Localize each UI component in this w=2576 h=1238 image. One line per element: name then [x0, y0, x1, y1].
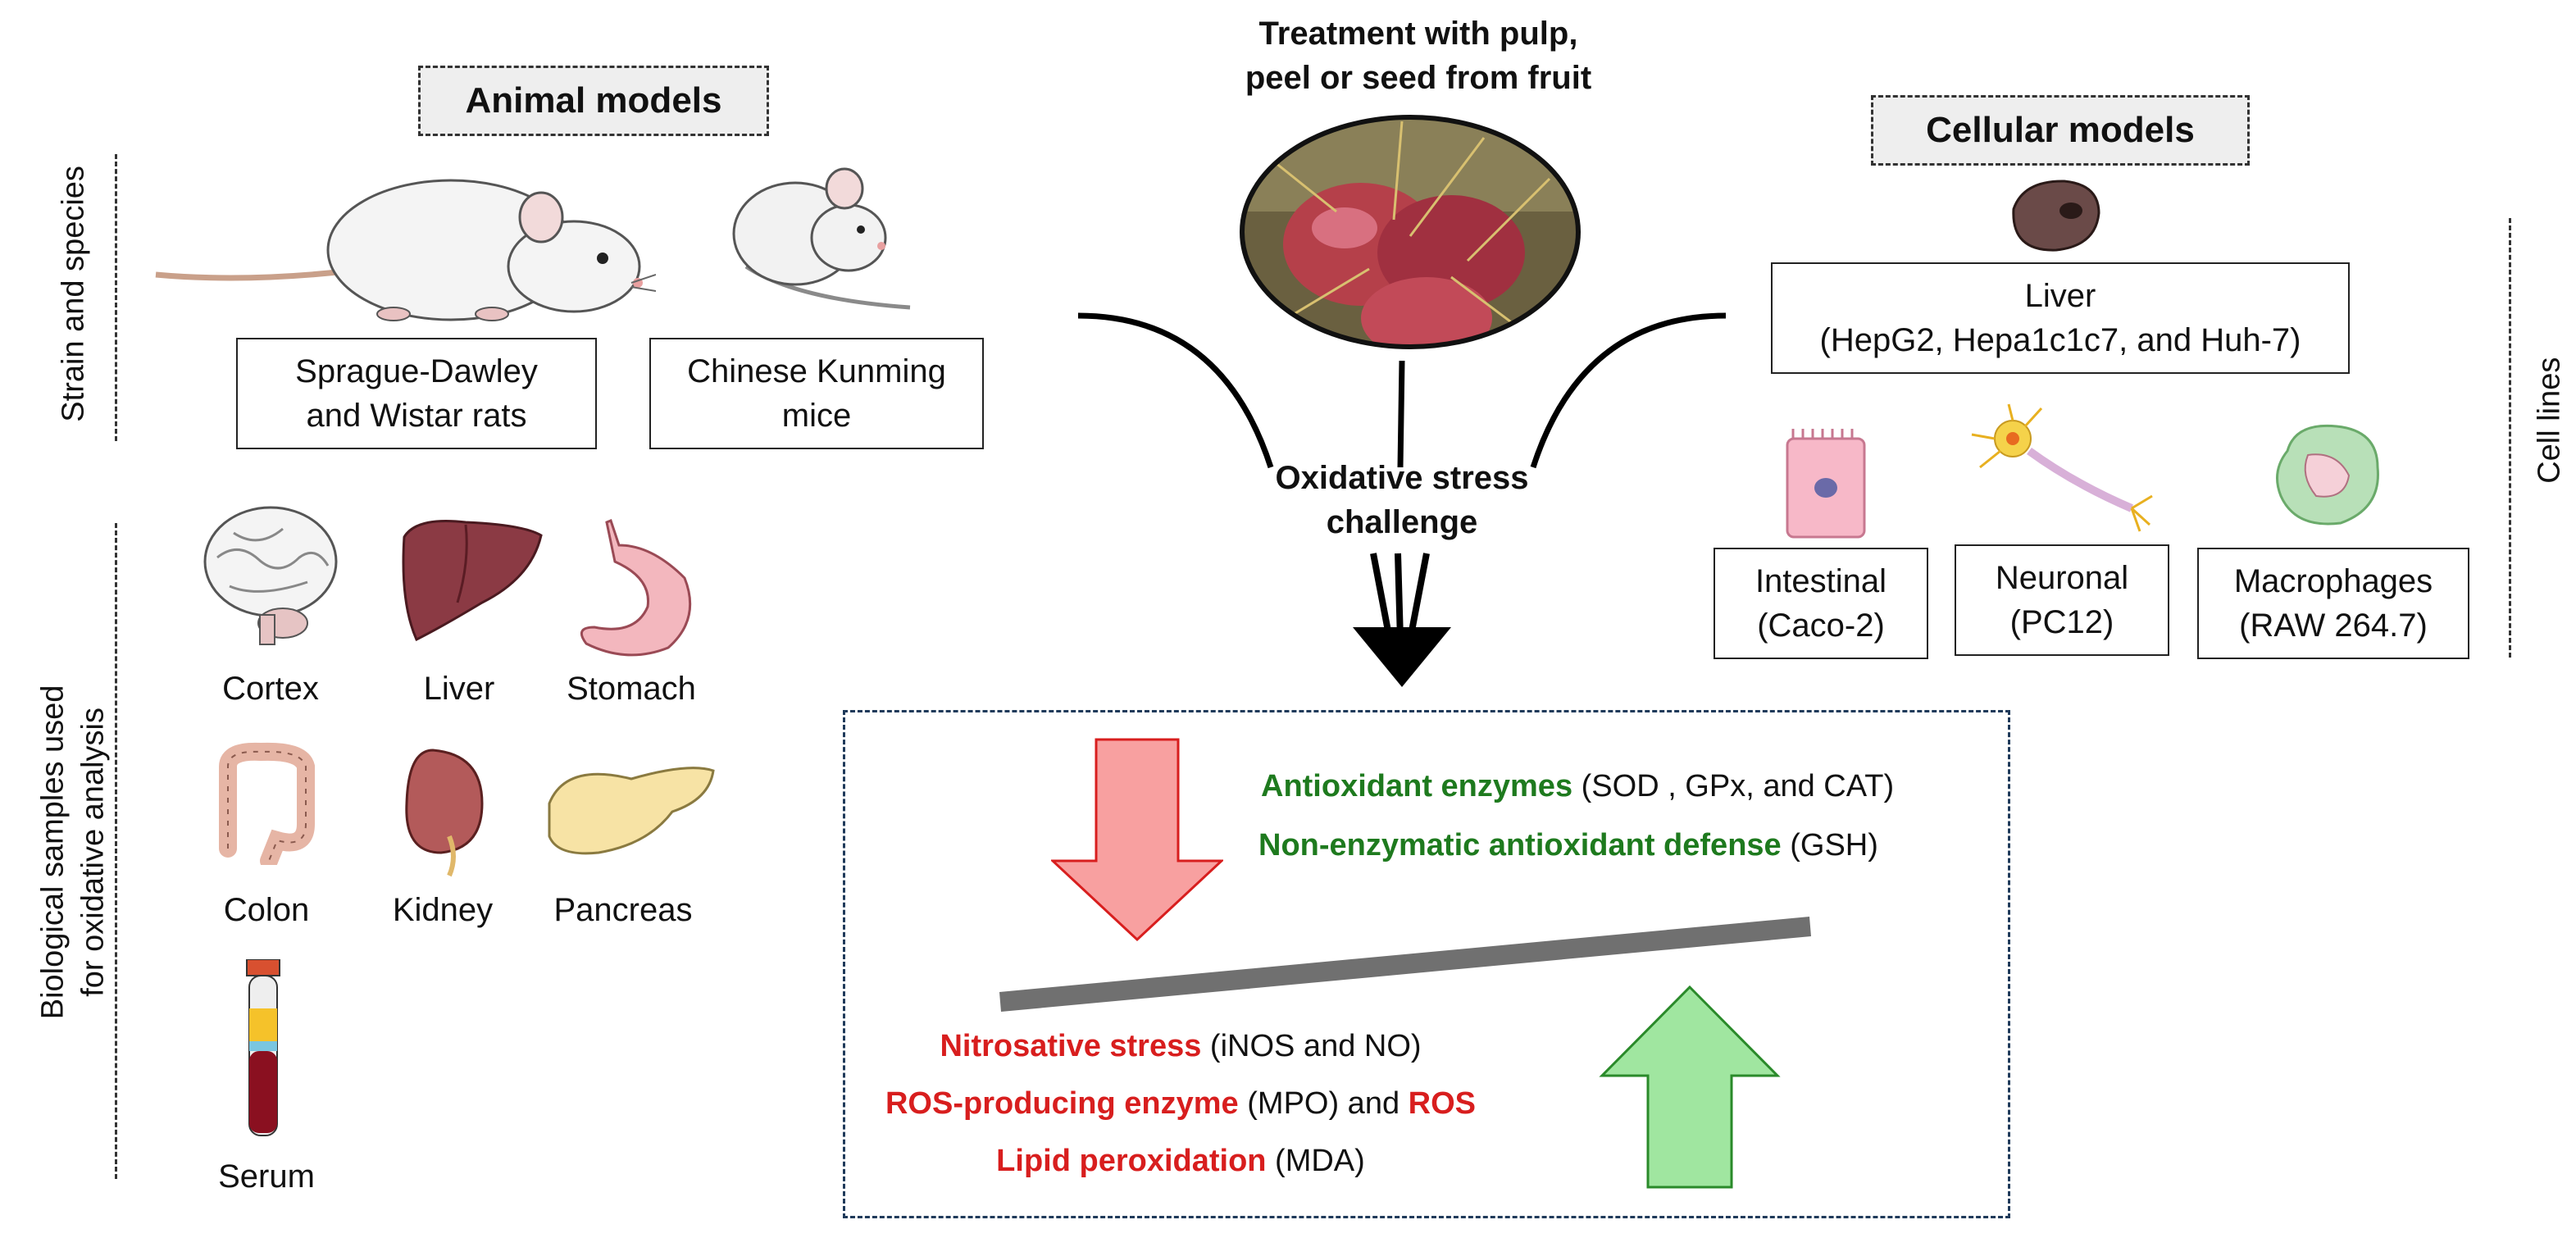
liver-icon	[402, 519, 543, 642]
challenge-label: Oxidative stress challenge	[1172, 456, 1632, 544]
nitrosative-stress-term: Nitrosative stress	[940, 1029, 1202, 1063]
strain-species-text: Strain and species	[56, 166, 91, 422]
cortex-label: Cortex	[222, 671, 319, 707]
non-enzymatic-detail: (GSH)	[1781, 828, 1878, 863]
increase-arrow-icon	[1599, 985, 1781, 1189]
cell-lines-label: Cell lines	[2529, 339, 2569, 503]
challenge-line-2: challenge	[1326, 504, 1478, 540]
liver-cells-line-1: Liver	[2024, 278, 2096, 314]
intestinal-box: Intestinal (Caco-2)	[1714, 548, 1928, 659]
cellular-models-title-text: Cellular models	[1926, 110, 2195, 150]
strain-species-label: Strain and species	[53, 166, 93, 422]
animal-models-title-text: Animal models	[465, 80, 722, 121]
samples-label-line-1: Biological samples used	[35, 685, 71, 1020]
liver-cells-line-2: (HepG2, Hepa1c1c7, and Huh-7)	[1819, 322, 2301, 358]
colon-icon	[219, 742, 315, 865]
mice-line-2: mice	[781, 398, 852, 434]
macrophage-icon	[2276, 424, 2379, 526]
antioxidant-enzymes-line: Antioxidant enzymes (SOD , GPx, and CAT)	[1261, 769, 1894, 804]
challenge-line-1: Oxidative stress	[1275, 460, 1529, 496]
intestinal-cell-icon	[1786, 429, 1866, 539]
ros-producing-term: ROS-producing enzyme	[885, 1086, 1239, 1121]
nitrosative-stress-line: Nitrosative stress (iNOS and NO)	[861, 1029, 1500, 1064]
antioxidant-enzymes-term: Antioxidant enzymes	[1261, 769, 1573, 803]
mice-line-1: Chinese Kunming	[687, 353, 946, 389]
mouse-icon	[732, 167, 911, 310]
serum-label: Serum	[218, 1158, 315, 1195]
colon-label: Colon	[223, 892, 310, 928]
intestinal-line-2: (Caco-2)	[1757, 608, 1885, 644]
pancreas-icon	[548, 767, 715, 855]
non-enzymatic-term: Non-enzymatic antioxidant defense	[1258, 828, 1782, 863]
kidney-icon	[405, 749, 484, 877]
fruit-photo	[1240, 115, 1581, 349]
neuronal-line-2: (PC12)	[2009, 604, 2114, 640]
samples-divider	[115, 523, 117, 1179]
ros-term: ROS	[1408, 1086, 1477, 1121]
stomach-icon	[580, 519, 692, 657]
macrophages-line-1: Macrophages	[2233, 563, 2433, 599]
neuronal-box: Neuronal (PC12)	[1955, 544, 2169, 656]
nitrosative-stress-detail: (iNOS and NO)	[1201, 1029, 1422, 1063]
samples-label: Biological samples used for oxidative an…	[34, 663, 115, 1040]
ros-producing-detail: (MPO) and	[1238, 1086, 1409, 1121]
macrophages-line-2: (RAW 264.7)	[2239, 608, 2428, 644]
rats-line-1: Sprague-Dawley	[295, 353, 538, 389]
rats-line-2: and Wistar rats	[306, 398, 527, 434]
non-enzymatic-line: Non-enzymatic antioxidant defense (GSH)	[1258, 828, 1878, 863]
brain-icon	[203, 506, 338, 645]
lipid-peroxidation-detail: (MDA)	[1266, 1144, 1365, 1178]
rats-box: Sprague-Dawley and Wistar rats	[236, 338, 597, 449]
lipid-peroxidation-line: Lipid peroxidation (MDA)	[861, 1144, 1500, 1179]
treatment-line-1: Treatment with pulp,	[1258, 16, 1578, 52]
treatment-title: Treatment with pulp, peel or seed from f…	[1123, 11, 1714, 100]
liver-cells-box: Liver (HepG2, Hepa1c1c7, and Huh-7)	[1771, 262, 2350, 374]
mice-box: Chinese Kunming mice	[649, 338, 984, 449]
neuron-icon	[1971, 403, 2153, 532]
blood-tube-icon	[246, 959, 280, 1136]
animal-models-title: Animal models	[418, 66, 769, 136]
stomach-label: Stomach	[567, 671, 696, 707]
convergence-lines	[1077, 312, 1727, 687]
samples-label-line-2: for oxidative analysis	[76, 708, 111, 997]
ros-producing-line: ROS-producing enzyme (MPO) and ROS	[844, 1086, 1517, 1122]
decrease-arrow-icon	[1051, 738, 1223, 942]
kidney-label: Kidney	[392, 892, 494, 928]
outcome-box	[843, 710, 2010, 1218]
antioxidant-enzymes-detail: (SOD , GPx, and CAT)	[1572, 769, 1895, 803]
neuronal-line-1: Neuronal	[1995, 560, 2129, 596]
balance-bar	[999, 917, 1811, 1012]
intestinal-line-1: Intestinal	[1755, 563, 1887, 599]
cell-lines-text: Cell lines	[2532, 357, 2567, 484]
liver-organ-label: Liver	[423, 671, 495, 707]
treatment-line-2: peel or seed from fruit	[1245, 60, 1592, 96]
hepatocyte-icon	[2012, 180, 2100, 252]
pancreas-label: Pancreas	[553, 892, 693, 928]
macrophages-box: Macrophages (RAW 264.7)	[2197, 548, 2469, 659]
lipid-peroxidation-term: Lipid peroxidation	[996, 1144, 1267, 1178]
strain-divider	[115, 154, 117, 441]
cell-lines-divider	[2509, 218, 2511, 658]
rat-icon	[155, 179, 656, 321]
cellular-models-title: Cellular models	[1871, 95, 2250, 166]
